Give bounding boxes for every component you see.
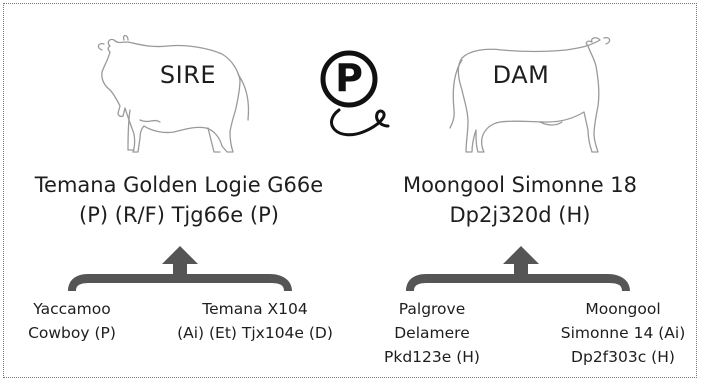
dam-parent-2: Moongool Simonne 14 (Ai) Dp2f303c (H) (548, 297, 698, 369)
polled-logo-letter: P (335, 56, 363, 100)
dam-label: DAM (492, 61, 550, 89)
dam-parent-1-line: Delamere (394, 324, 470, 342)
sire-name: Temana Golden Logie G66e (34, 173, 324, 197)
dam-parent-2-line: Simonne 14 (Ai) (560, 324, 686, 342)
sire-parent-2-line: Temana X104 (202, 300, 308, 318)
sire-parent-1-line: Yaccamoo (33, 300, 111, 318)
sire-parent-2-line: (Ai) (Et) Tjx104e (D) (177, 324, 333, 342)
dam-name: Moongool Simonne 18 (402, 173, 638, 197)
dam-parent-1: Palgrove Delamere Pkd123e (H) (372, 297, 492, 369)
dam-parent-2-line: Dp2f303c (H) (571, 348, 675, 366)
dam-registration: Dp2j320d (H) (449, 203, 591, 227)
sire-label: SIRE (159, 61, 217, 89)
diagram-frame (3, 3, 697, 378)
dam-bracket-arrow (406, 246, 630, 291)
dam-parent-1-line: Pkd123e (H) (384, 348, 480, 366)
sire-registration: (P) (R/F) Tjg66e (P) (79, 203, 279, 227)
sire-parent-1-line: Cowboy (P) (28, 324, 116, 342)
dam-parent-1-line: Palgrove (398, 300, 466, 318)
sire-bracket-arrow (68, 246, 292, 291)
dam-parent-2-line: Moongool (585, 300, 661, 318)
sire-parent-1: Yaccamoo Cowboy (P) (12, 297, 132, 345)
sire-parent-2: Temana X104 (Ai) (Et) Tjx104e (D) (160, 297, 350, 345)
